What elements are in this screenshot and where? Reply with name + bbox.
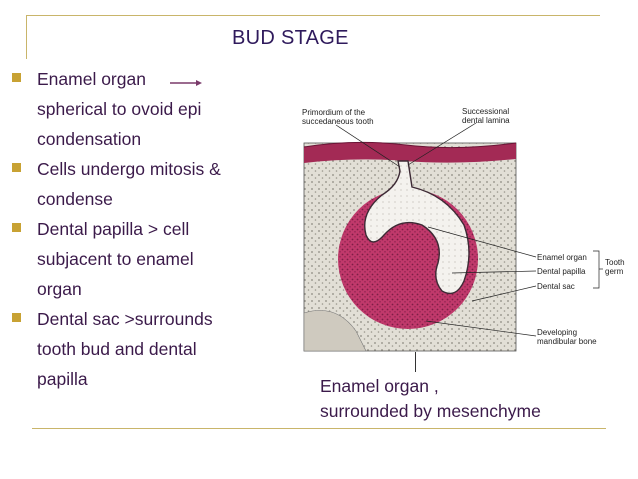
frame-bottom-rule [32, 428, 606, 429]
enamel-organ-shape [364, 160, 470, 295]
bullet-dental-sac: Dental sac >surrounds tooth bud and dent… [12, 304, 272, 394]
label-primordium: succedaneous tooth [302, 117, 374, 126]
caption-line-1: Enamel organ , [320, 376, 439, 396]
square-bullet-icon [12, 223, 21, 232]
square-bullet-icon [12, 313, 21, 322]
label-tooth-germ: Tooth [605, 258, 625, 267]
bullet-line: subjacent to enamel [37, 249, 194, 269]
figure-caption: Enamel organ , surrounded by mesenchyme [320, 374, 541, 424]
bullet-mitosis: Cells undergo mitosis & condense [12, 154, 272, 214]
frame-top-rule [26, 15, 600, 16]
bullet-list: Enamel organ spherical to ovoid epi cond… [12, 64, 272, 394]
label-dental-sac: Dental sac [537, 282, 575, 291]
bullet-line: tooth bud and dental [37, 339, 197, 359]
label-primordium: Primordium of the [302, 108, 366, 117]
caption-pointer-line [415, 352, 416, 372]
bullet-line: Enamel organ [37, 69, 146, 89]
bullet-line: organ [37, 279, 82, 299]
arrow-right-icon [170, 80, 202, 86]
bullet-line: condense [37, 189, 113, 209]
label-enamel-organ: Enamel organ [537, 253, 587, 262]
square-bullet-icon [12, 163, 21, 172]
label-developing-bone: mandibular bone [537, 337, 597, 346]
label-developing-bone: Developing [537, 328, 577, 337]
caption-line-2: surrounded by mesenchyme [320, 401, 541, 421]
label-tooth-germ: germ [605, 267, 624, 276]
bullet-enamel-organ: Enamel organ spherical to ovoid epi cond… [12, 64, 272, 154]
developing-bone [303, 310, 367, 352]
square-bullet-icon [12, 73, 21, 82]
tooth-bud-diagram: Primordium of the succedaneous tooth Suc… [302, 107, 625, 352]
bullet-line: spherical to ovoid epi [37, 99, 202, 119]
bullet-line: Dental sac >surrounds [37, 309, 213, 329]
slide-title: BUD STAGE [232, 27, 349, 49]
label-successional: dental lamina [462, 116, 510, 125]
bullet-line: condensation [37, 129, 142, 149]
label-successional: Successional [462, 107, 509, 116]
bullet-line: papilla [37, 369, 88, 389]
bullet-line: Dental papilla > cell [37, 219, 190, 239]
bullet-line: Cells undergo mitosis & [37, 159, 221, 179]
label-dental-papilla: Dental papilla [537, 267, 586, 276]
frame-left-rule [26, 15, 27, 59]
bullet-dental-papilla: Dental papilla > cell subjacent to ename… [12, 214, 272, 304]
